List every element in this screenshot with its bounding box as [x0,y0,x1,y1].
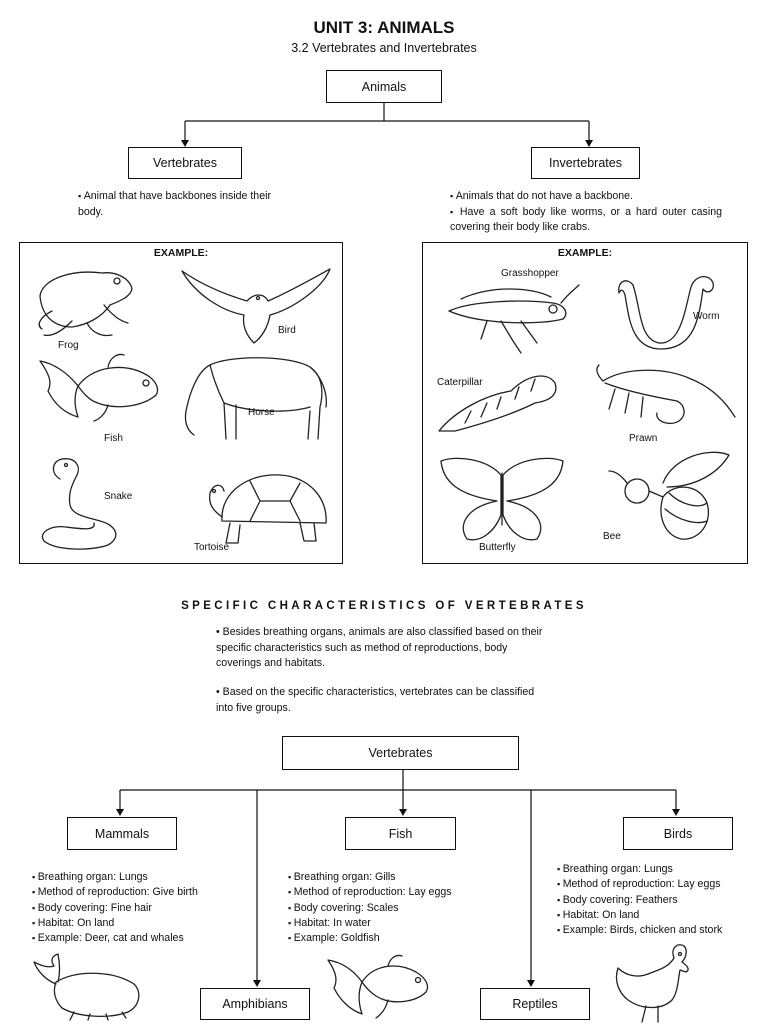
animals-box: Animals [326,70,442,103]
vertebrate-examples-panel: EXAMPLE: Frog Bird Fish Horse Snake Tort… [19,242,343,564]
prawn-label: Prawn [629,433,657,444]
grasshopper-image [441,281,581,356]
prawn-image [595,361,740,436]
section-paragraph: • Based on the specific characteristics,… [216,685,546,716]
bee-image [603,447,733,547]
grasshopper-label: Grasshopper [501,268,559,279]
panel-heading: EXAMPLE: [20,247,342,259]
characteristic-item: Example: Goldfish [288,931,452,946]
section-paragraph: • Besides breathing organs, animals are … [216,625,546,672]
birds-box: Birds [623,817,733,850]
bird-image [182,265,332,345]
invertebrates-description: Animals that do not have a backbone. Hav… [450,189,722,236]
vertebrates-box: Vertebrates [128,147,242,179]
mammals-characteristics: Breathing organ: Lungs Method of reprodu… [32,870,198,946]
butterfly-label: Butterfly [479,542,516,553]
birds-characteristics: Breathing organ: Lungs Method of reprodu… [557,862,722,938]
characteristic-item: Habitat: In water [288,916,452,931]
tortoise-image [200,461,330,551]
characteristic-item: Example: Birds, chicken and stork [557,923,722,938]
mammals-box: Mammals [67,817,177,850]
whale-image [30,952,145,1020]
amphibians-box: Amphibians [200,988,310,1020]
characteristic-item: Habitat: On land [557,908,722,923]
characteristic-item: Breathing organ: Lungs [557,862,722,877]
invertebrates-description-item: Have a soft body like worms, or a hard o… [450,205,722,236]
fish-label: Fish [104,433,123,444]
characteristic-item: Body covering: Fine hair [32,901,198,916]
vertebrates-root-box: Vertebrates [282,736,519,770]
characteristic-item: Habitat: On land [32,916,198,931]
horse-image [180,351,330,446]
fish-characteristics: Breathing organ: Gills Method of reprodu… [288,870,452,946]
fish-box: Fish [345,817,456,850]
characteristic-item: Method of reproduction: Lay eggs [557,877,722,892]
reptiles-box: Reptiles [480,988,590,1020]
frog-image [32,261,137,341]
snake-image [36,453,126,553]
bird-label: Bird [278,325,296,336]
characteristic-item: Method of reproduction: Lay eggs [288,885,452,900]
panel-heading: EXAMPLE: [423,247,747,259]
section-title: SPECIFIC CHARACTERISTICS OF VERTEBRATES [0,600,768,612]
caterpillar-image [435,365,560,435]
invertebrate-examples-panel: EXAMPLE: Grasshopper Worm Caterpillar Pr… [422,242,748,564]
characteristic-item: Example: Deer, cat and whales [32,931,198,946]
snake-label: Snake [104,491,132,502]
fish-image [38,351,163,421]
characteristic-item: Breathing organ: Lungs [32,870,198,885]
bee-label: Bee [603,531,621,542]
vertebrates-description-item: Animal that have backbones inside their … [78,189,278,220]
worm-image [611,269,721,349]
characteristic-item: Breathing organ: Gills [288,870,452,885]
tortoise-label: Tortoise [194,542,229,553]
invertebrates-description-item: Animals that do not have a backbone. [450,189,722,205]
horse-label: Horse [248,407,275,418]
characteristic-item: Body covering: Scales [288,901,452,916]
butterfly-image [437,455,567,545]
chicken-image [612,940,692,1022]
frog-label: Frog [58,340,79,351]
goldfish-image [326,950,431,1020]
worm-label: Worm [693,311,719,322]
characteristic-item: Method of reproduction: Give birth [32,885,198,900]
characteristic-item: Body covering: Feathers [557,893,722,908]
vertebrates-description: Animal that have backbones inside their … [78,189,278,220]
invertebrates-box: Invertebrates [531,147,640,179]
